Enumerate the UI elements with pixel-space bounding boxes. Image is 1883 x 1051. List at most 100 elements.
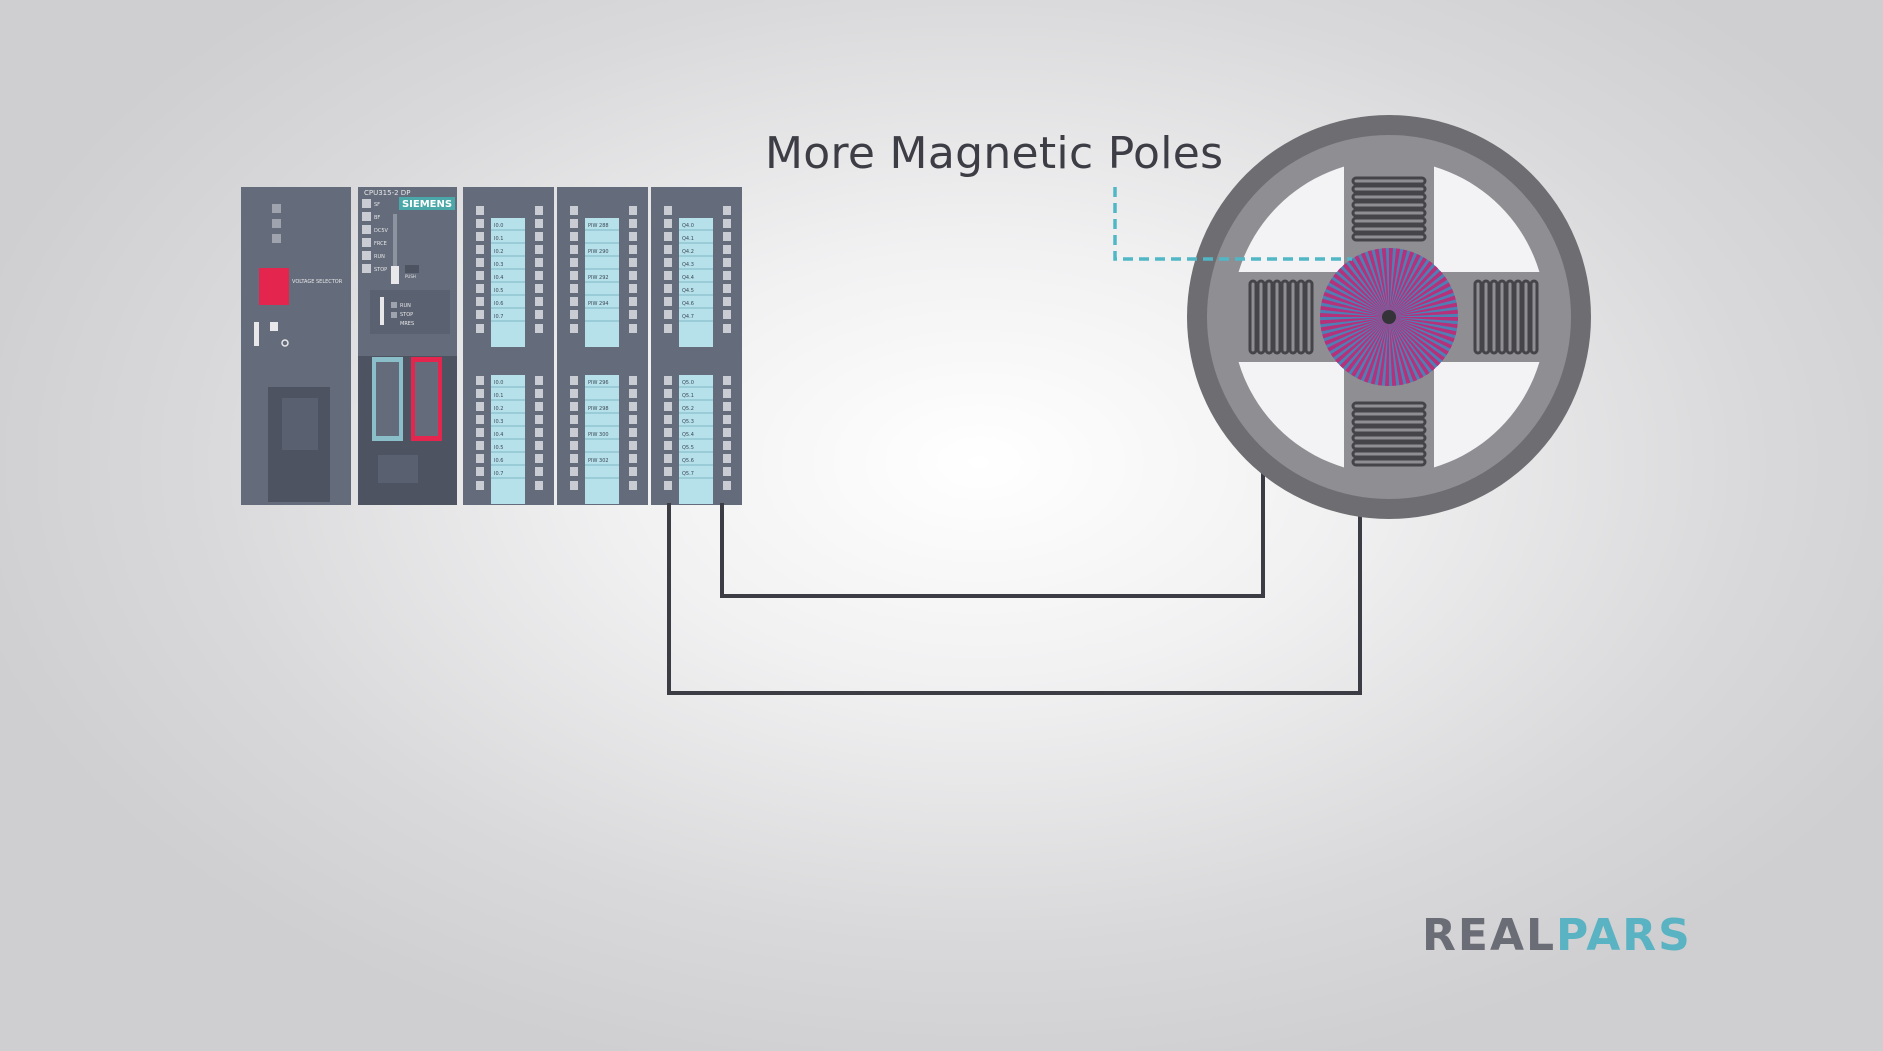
- rotor-tooth: [1337, 267, 1389, 317]
- io-indicator: [629, 428, 637, 437]
- io-indicator: [723, 428, 731, 437]
- io-label: Q5.6: [682, 458, 694, 464]
- rotor-tooth: [1324, 317, 1389, 346]
- plc-rack: VOLTAGE SELECTOR CPU315-2 DP SIEMENS SFB…: [241, 187, 742, 505]
- io-indicator: [629, 284, 637, 293]
- rotor-tooth: [1389, 317, 1457, 336]
- io-indicator: [629, 415, 637, 424]
- rotor-tooth: [1367, 250, 1389, 317]
- coil-winding: [1521, 279, 1531, 355]
- io-indicator: [723, 402, 731, 411]
- coil-winding: [1497, 279, 1507, 355]
- coil-winding: [1351, 200, 1427, 210]
- io-indicator: [535, 232, 543, 241]
- rotor-tooth: [1389, 276, 1448, 317]
- io-indicator: [723, 389, 731, 398]
- coil-winding: [1473, 279, 1483, 355]
- rotor-tooth: [1389, 317, 1397, 386]
- io-label: Q5.0: [682, 380, 694, 386]
- io-indicator: [570, 441, 578, 450]
- coil-winding: [1351, 224, 1427, 234]
- io-indicator: [476, 428, 484, 437]
- digital-input-module: I0.0I0.1I0.2I0.3I0.4I0.5I0.6I0.7I0.0I0.1…: [463, 187, 554, 505]
- io-indicator: [629, 258, 637, 267]
- logo-part-pars: PARS: [1556, 910, 1692, 961]
- rotor-tooth: [1389, 317, 1418, 382]
- io-indicator: [570, 232, 578, 241]
- voltage-selector-switch: [259, 268, 289, 305]
- rotor-tooth: [1389, 317, 1458, 321]
- io-label: Q4.1: [682, 236, 694, 242]
- io-indicator: [629, 402, 637, 411]
- io-indicator: [535, 441, 543, 450]
- io-label: Q5.1: [682, 393, 694, 399]
- io-indicator: [535, 376, 543, 385]
- coil-winding: [1256, 279, 1266, 355]
- coil-winding: [1351, 208, 1427, 218]
- io-indicator: [664, 415, 672, 424]
- io-indicator: [535, 310, 543, 319]
- io-indicator: [535, 389, 543, 398]
- io-label: Q4.2: [682, 249, 694, 255]
- rotor-tooth: [1389, 270, 1443, 317]
- io-indicator: [629, 467, 637, 476]
- io-indicator: [664, 297, 672, 306]
- coil-winding: [1288, 279, 1298, 355]
- io-indicator: [723, 441, 731, 450]
- io-indicator: [629, 219, 637, 228]
- rotor-shaft: [1382, 310, 1396, 324]
- io-indicator: [629, 271, 637, 280]
- coil-winding: [1304, 279, 1314, 355]
- io-indicator: [535, 428, 543, 437]
- rotor-tooth: [1321, 298, 1389, 317]
- cpu-push-label: PUSH: [405, 274, 416, 279]
- io-indicator: [476, 310, 484, 319]
- io-indicator: [723, 454, 731, 463]
- io-label: Q5.7: [682, 471, 694, 477]
- rotor-tooth: [1389, 282, 1451, 317]
- io-indicator: [664, 454, 672, 463]
- rotor-tooth: [1357, 317, 1389, 381]
- io-label: I0.1: [494, 393, 503, 399]
- coil-winding: [1351, 232, 1427, 242]
- coil-winding: [1280, 279, 1290, 355]
- io-label: Q5.2: [682, 406, 694, 412]
- io-indicator: [723, 297, 731, 306]
- cpu-led-label: FRCE: [374, 241, 387, 247]
- io-label: I0.3: [494, 262, 503, 268]
- io-indicator: [629, 376, 637, 385]
- io-indicator: [570, 454, 578, 463]
- rotor-tooth: [1389, 309, 1458, 317]
- coil-winding: [1489, 279, 1499, 355]
- stator-coils: [1244, 172, 1539, 467]
- io-label: I0.1: [494, 236, 503, 242]
- io-indicator: [476, 219, 484, 228]
- cpu-mode-label: RUN: [400, 303, 411, 309]
- rotor-tooth: [1374, 248, 1389, 317]
- io-indicator: [664, 284, 672, 293]
- rotor-tooth: [1329, 279, 1389, 317]
- coil-winding: [1351, 176, 1427, 186]
- io-label: Q4.4: [682, 275, 694, 281]
- io-indicator: [723, 467, 731, 476]
- cpu-led-label: SF: [374, 202, 380, 208]
- io-indicator: [570, 284, 578, 293]
- coil-winding: [1505, 279, 1515, 355]
- rotor-tooth: [1389, 317, 1411, 384]
- stepper-motor: [1187, 115, 1591, 519]
- rotor-tooth: [1389, 295, 1456, 317]
- cpu-mode-label: MRES: [400, 321, 414, 327]
- io-indicator: [664, 441, 672, 450]
- io-indicator: [629, 389, 637, 398]
- io-indicator: [535, 454, 543, 463]
- coil-winding: [1529, 279, 1539, 355]
- coil-winding: [1264, 279, 1274, 355]
- io-indicator: [723, 310, 731, 319]
- rotor-tooth: [1389, 251, 1415, 317]
- coil-winding: [1513, 279, 1523, 355]
- io-label: I0.2: [494, 406, 503, 412]
- rotor-tooth: [1360, 252, 1389, 317]
- wire-b: [667, 442, 1362, 695]
- io-indicator: [664, 310, 672, 319]
- cpu-led: [362, 238, 371, 247]
